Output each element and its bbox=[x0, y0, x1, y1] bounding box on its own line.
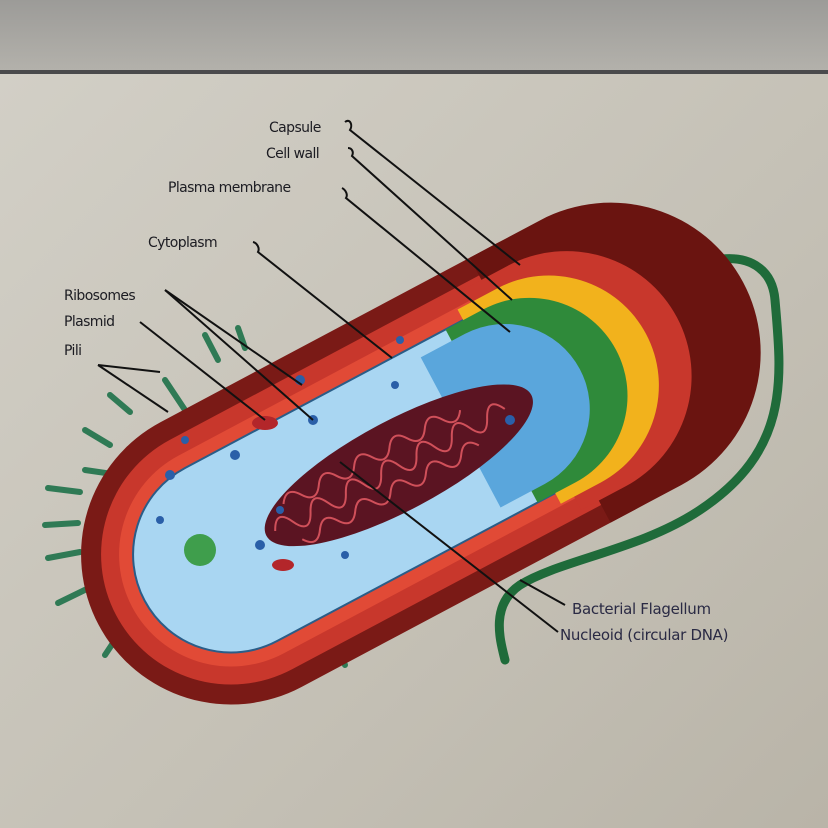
monitor-bezel-band bbox=[0, 0, 828, 74]
label-pili: Pili bbox=[64, 343, 81, 359]
flagellum bbox=[494, 254, 784, 665]
label-ribosomes: Ribosomes bbox=[64, 288, 135, 304]
plasmid-2 bbox=[272, 559, 294, 571]
label-plasma-membrane: Plasma membrane bbox=[168, 180, 290, 196]
label-plasmid: Plasmid bbox=[64, 314, 114, 330]
ribosomes bbox=[156, 336, 515, 559]
granule bbox=[184, 534, 216, 566]
dna-coils bbox=[274, 403, 506, 543]
label-capsule: Capsule bbox=[269, 120, 321, 136]
leader-lines bbox=[97, 119, 566, 633]
label-cytoplasm: Cytoplasm bbox=[148, 235, 217, 251]
label-bacterial-flagellum: Bacterial Flagellum bbox=[572, 600, 711, 618]
label-cell-wall: Cell wall bbox=[266, 146, 319, 162]
label-nucleoid: Nucleoid (circular DNA) bbox=[560, 626, 728, 644]
plasmid bbox=[252, 416, 278, 430]
